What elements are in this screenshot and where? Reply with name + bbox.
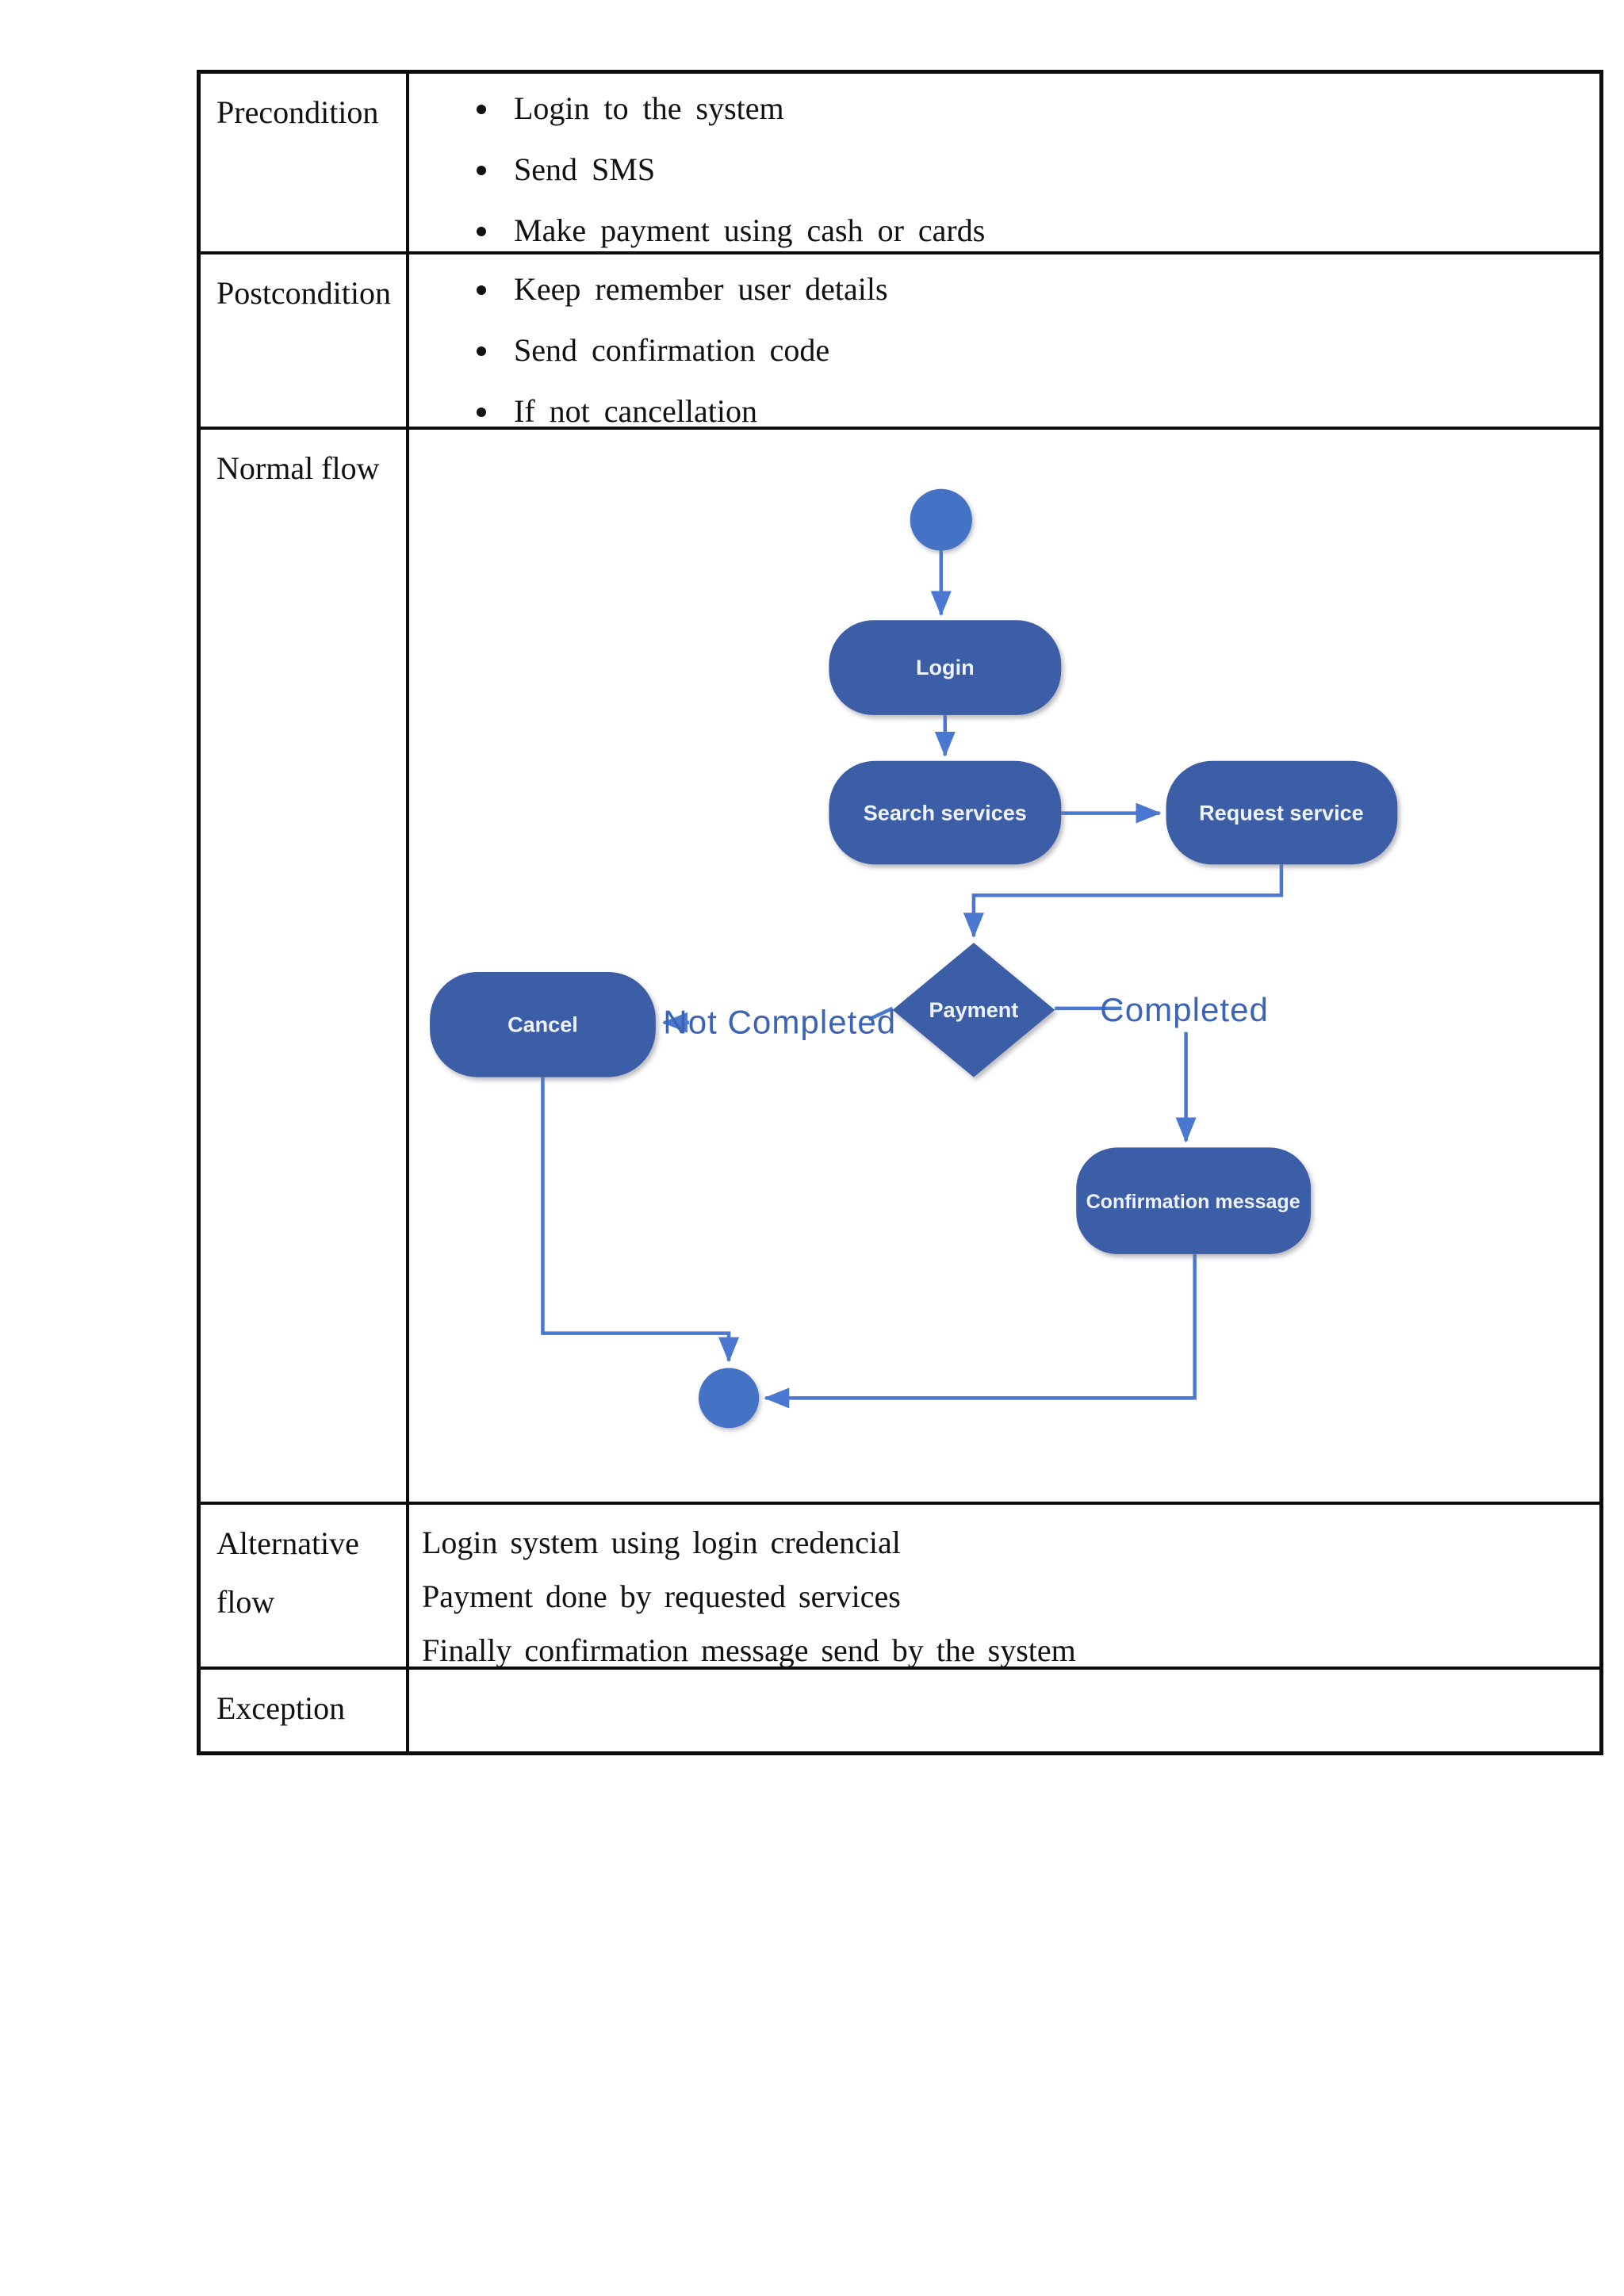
login-node: Login [829,620,1062,715]
list-item: Send confirmation code [501,331,1591,369]
request-service-node: Request service [1166,760,1398,865]
alt-flow-line: Login system using login credencial [422,1525,901,1560]
edge-label-not-completed: Not Completed [663,1004,896,1041]
edge-payment-left-stub [868,1006,894,1021]
confirmation-message-node: Confirmation message [1076,1147,1312,1254]
list-item: If not cancellation [501,392,1591,430]
precondition-bullet-list: Login to the system Send SMS Make paymen… [409,90,1591,250]
edge-label-completed: Completed [1100,991,1269,1028]
search-services-node-label: Search services [864,802,1027,825]
postcondition-content: Keep remember user details Send confirma… [409,254,1599,453]
edge-request-to-payment [963,864,1284,939]
alternative-flow-content: Login system using login credencial Paym… [409,1505,1599,1686]
end-node [698,1368,760,1429]
row-label-alternative-flow: Alternative flow [201,1505,409,1686]
row-label-precondition: Precondition [201,74,409,273]
exception-content [409,1670,1599,1751]
row-label-normal-flow: Normal flow [201,430,409,1502]
cancel-node-label: Cancel [508,1013,578,1037]
request-service-node-label: Request service [1199,802,1364,825]
table-row-normal-flow: Normal flow [201,427,1599,1502]
payment-decision-node: Payment [892,943,1055,1077]
alternative-flow-lines: Login system using login credencial Paym… [409,1505,1591,1670]
search-services-node: Search services [829,760,1062,865]
normal-flow-content: Not Completed Completed Login Search ser… [409,430,1599,1502]
start-node [910,488,972,551]
confirmation-node-label: Confirmation message [1086,1191,1300,1213]
activity-diagram: Not Completed Completed Login Search ser… [430,488,1398,1429]
row-label-postcondition: Postcondition [201,254,409,453]
postcondition-bullet-list: Keep remember user details Send confirma… [409,270,1591,430]
alt-flow-line: Payment done by requested services [422,1578,901,1614]
table-row-exception: Exception [201,1667,1599,1751]
alt-flow-line: Finally confirmation message send by the… [422,1632,1076,1668]
list-item: Send SMS [501,151,1591,189]
table-row-alternative-flow: Alternative flow Login system using logi… [201,1502,1599,1686]
edge-cancel-to-end [541,1077,740,1363]
payment-node-label: Payment [929,998,1018,1022]
list-item: Login to the system [501,90,1591,128]
list-item: Keep remember user details [501,270,1591,308]
edge-confirmation-to-end [764,1253,1197,1409]
login-node-label: Login [916,656,975,679]
row-label-exception: Exception [201,1670,409,1751]
cancel-node: Cancel [430,971,656,1077]
precondition-content: Login to the system Send SMS Make paymen… [409,74,1599,273]
list-item: Make payment using cash or cards [501,212,1591,250]
table-row-postcondition: Postcondition Keep remember user details… [201,251,1599,453]
table-row-precondition: Precondition Login to the system Send SM… [201,74,1599,273]
activity-diagram-container: Not Completed Completed Login Search ser… [409,430,1599,1502]
use-case-spec-table: Precondition Login to the system Send SM… [197,70,1603,1755]
